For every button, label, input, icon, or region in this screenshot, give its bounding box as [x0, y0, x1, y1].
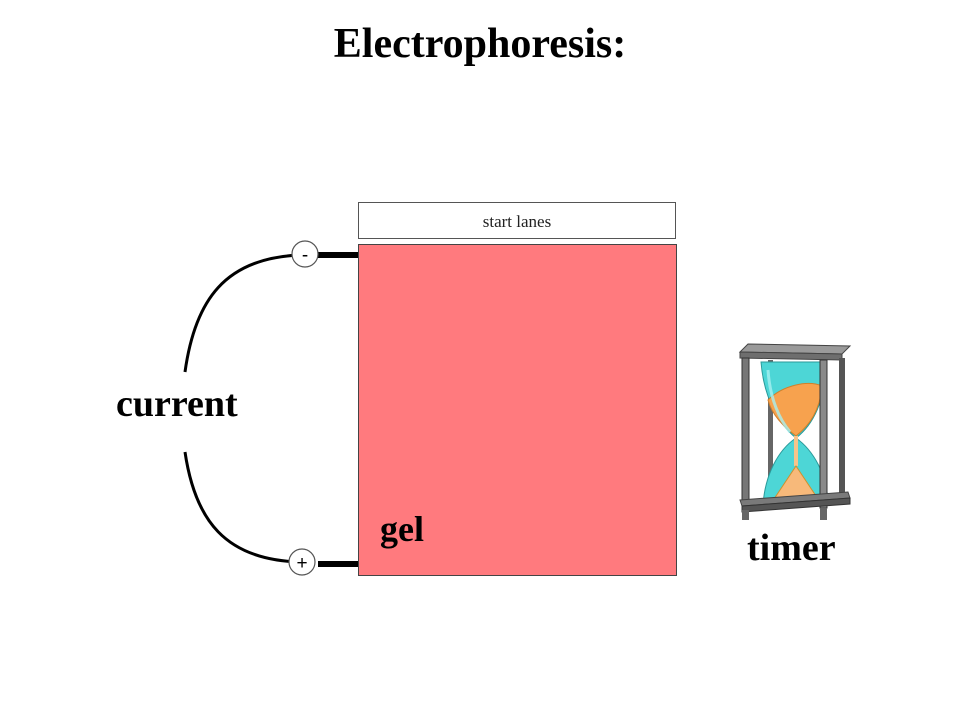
positive-terminal-label: +	[296, 553, 307, 574]
negative-terminal-label: -	[302, 245, 308, 266]
page-title: Electrophoresis:	[333, 21, 627, 67]
wire-bottom	[183, 451, 301, 564]
wire-top	[183, 253, 301, 373]
negative-terminal: -	[291, 240, 319, 268]
timer-label: timer	[747, 527, 836, 569]
current-label: current	[116, 383, 238, 425]
gel-label: gel	[380, 509, 424, 549]
positive-terminal: +	[288, 548, 316, 576]
gel-slab	[358, 244, 677, 576]
hourglass-icon	[738, 343, 852, 520]
start-lanes-box: start lanes	[358, 202, 676, 239]
